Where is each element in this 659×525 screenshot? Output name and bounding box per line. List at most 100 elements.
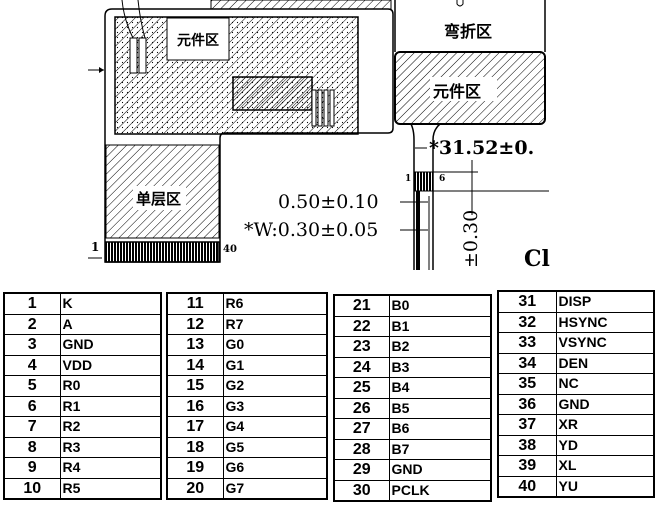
dimension-vertical: ±0.30 (460, 209, 482, 268)
pin-number: 22 (333, 315, 390, 337)
pin-signal: G1 (222, 354, 328, 376)
pin-number: 21 (333, 294, 390, 317)
pin-number: 12 (166, 313, 224, 335)
component-area-label-left: 元件区 (177, 32, 219, 49)
pin-signal: GND (388, 459, 492, 481)
pin-signal: R0 (59, 375, 162, 397)
pin-end-label: 40 (223, 244, 237, 255)
pin-signal: R6 (222, 292, 328, 315)
pin-signal: B0 (388, 294, 492, 317)
pin-number: 27 (333, 418, 390, 440)
single-layer-area-label: 单层区 (136, 190, 182, 208)
small-pin-start-label: 1 (405, 174, 412, 184)
pin-number: 34 (497, 352, 557, 374)
pin-number: 20 (166, 477, 224, 500)
pin-number: 38 (497, 434, 557, 456)
component-area-label-right: 元件区 (433, 82, 482, 101)
pin-number: 23 (333, 336, 390, 358)
pin-number: 36 (497, 393, 557, 415)
pin-number: 26 (333, 397, 390, 419)
dimension-width: *W:0.30±0.05 (244, 219, 379, 241)
dimension-length: *31.52±0. (429, 137, 535, 159)
pin-number: 35 (497, 373, 557, 395)
pin-signal: NC (555, 373, 655, 395)
pin-signal: B5 (388, 397, 492, 419)
pin-number: 24 (333, 356, 390, 378)
pin-number: 25 (333, 377, 390, 399)
pin-number: 5 (3, 375, 61, 397)
pin-signal: VDD (59, 354, 162, 376)
pin-signal: GND (555, 393, 655, 415)
pin-number: 31 (497, 290, 557, 313)
pin-number: 19 (166, 457, 224, 479)
pin-signal: R5 (59, 477, 162, 500)
small-pin-end-label: 6 (439, 174, 446, 184)
pin-signal: YD (555, 434, 655, 456)
pin-number: 39 (497, 455, 557, 477)
pin-signal: B2 (388, 336, 492, 358)
pin-number: 9 (3, 457, 61, 479)
pin-signal: B6 (388, 418, 492, 440)
pin-signal: G4 (222, 416, 328, 438)
pin-number: 33 (497, 332, 557, 354)
pin-number: 8 (3, 436, 61, 458)
pin-number: 7 (3, 416, 61, 438)
pin-number: 30 (333, 479, 390, 502)
pin-number: 1 (3, 292, 61, 315)
dimension-pitch: 0.50±0.10 (278, 191, 379, 213)
partial-label: Cl (524, 246, 550, 272)
pin-number: 6 (3, 395, 61, 417)
pin-signal: YU (555, 475, 655, 498)
pin-number: 3 (3, 334, 61, 356)
pin-signal: G0 (222, 334, 328, 356)
pin-signal: R4 (59, 457, 162, 479)
pin-signal: HSYNC (555, 311, 655, 333)
pin-number: 29 (333, 459, 390, 481)
pin-number: 32 (497, 311, 557, 333)
pin-signal: R1 (59, 395, 162, 417)
pin-signal: PCLK (388, 479, 492, 502)
pin-signal: G3 (222, 395, 328, 417)
pin-number: 16 (166, 395, 224, 417)
pin-number: 10 (3, 477, 61, 500)
pin-signal: G2 (222, 375, 328, 397)
pin-number: 14 (166, 354, 224, 376)
pin-number: 18 (166, 436, 224, 458)
